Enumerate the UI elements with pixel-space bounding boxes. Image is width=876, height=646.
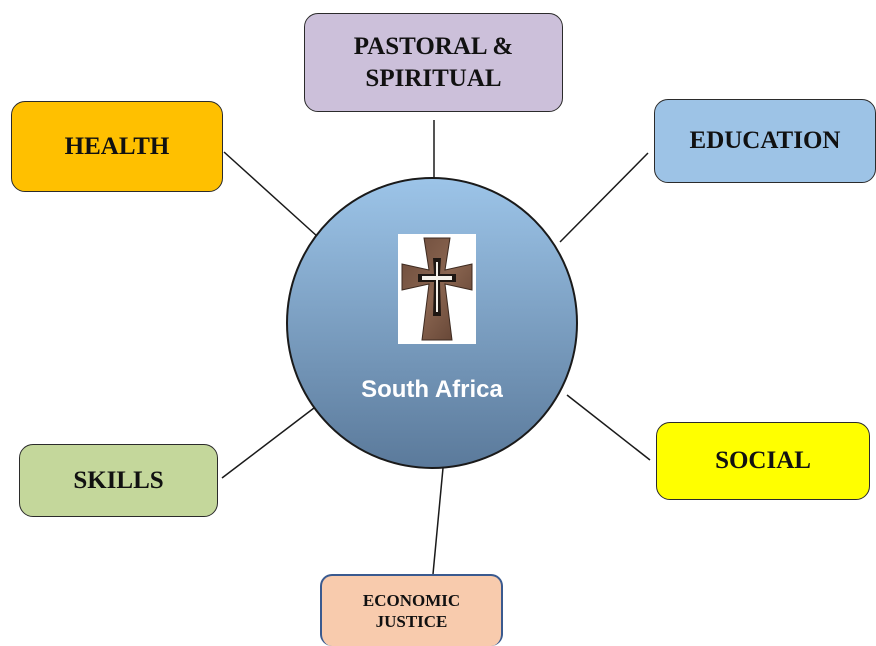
connector-social [566,394,651,461]
connector-skills [221,407,315,479]
cross-icon [401,237,473,341]
cross-emblem [398,234,476,344]
node-label: HEALTH [64,132,170,160]
node-skills: SKILLS [19,444,218,517]
node-label-line: JUSTICE [375,612,448,631]
node-label-line: ECONOMIC [362,590,461,610]
connector-health [223,151,319,238]
node-label: SKILLS [73,466,164,494]
connector-economic [432,467,444,575]
node-label: SOCIAL [715,447,811,475]
connector-education [559,152,649,243]
node-label: EDUCATION [689,127,841,155]
hub-label: South Africa [361,376,503,403]
node-pastoral-spiritual: PASTORAL & SPIRITUAL [304,13,563,112]
node-education: EDUCATION [654,99,876,183]
node-health: HEALTH [11,101,223,192]
hub-circle [286,177,578,469]
node-social: SOCIAL [656,422,870,500]
node-economic-justice: ECONOMIC JUSTICE [320,574,503,646]
node-label-line: SPIRITUAL [365,64,502,92]
node-label-line: PASTORAL & [353,33,514,61]
